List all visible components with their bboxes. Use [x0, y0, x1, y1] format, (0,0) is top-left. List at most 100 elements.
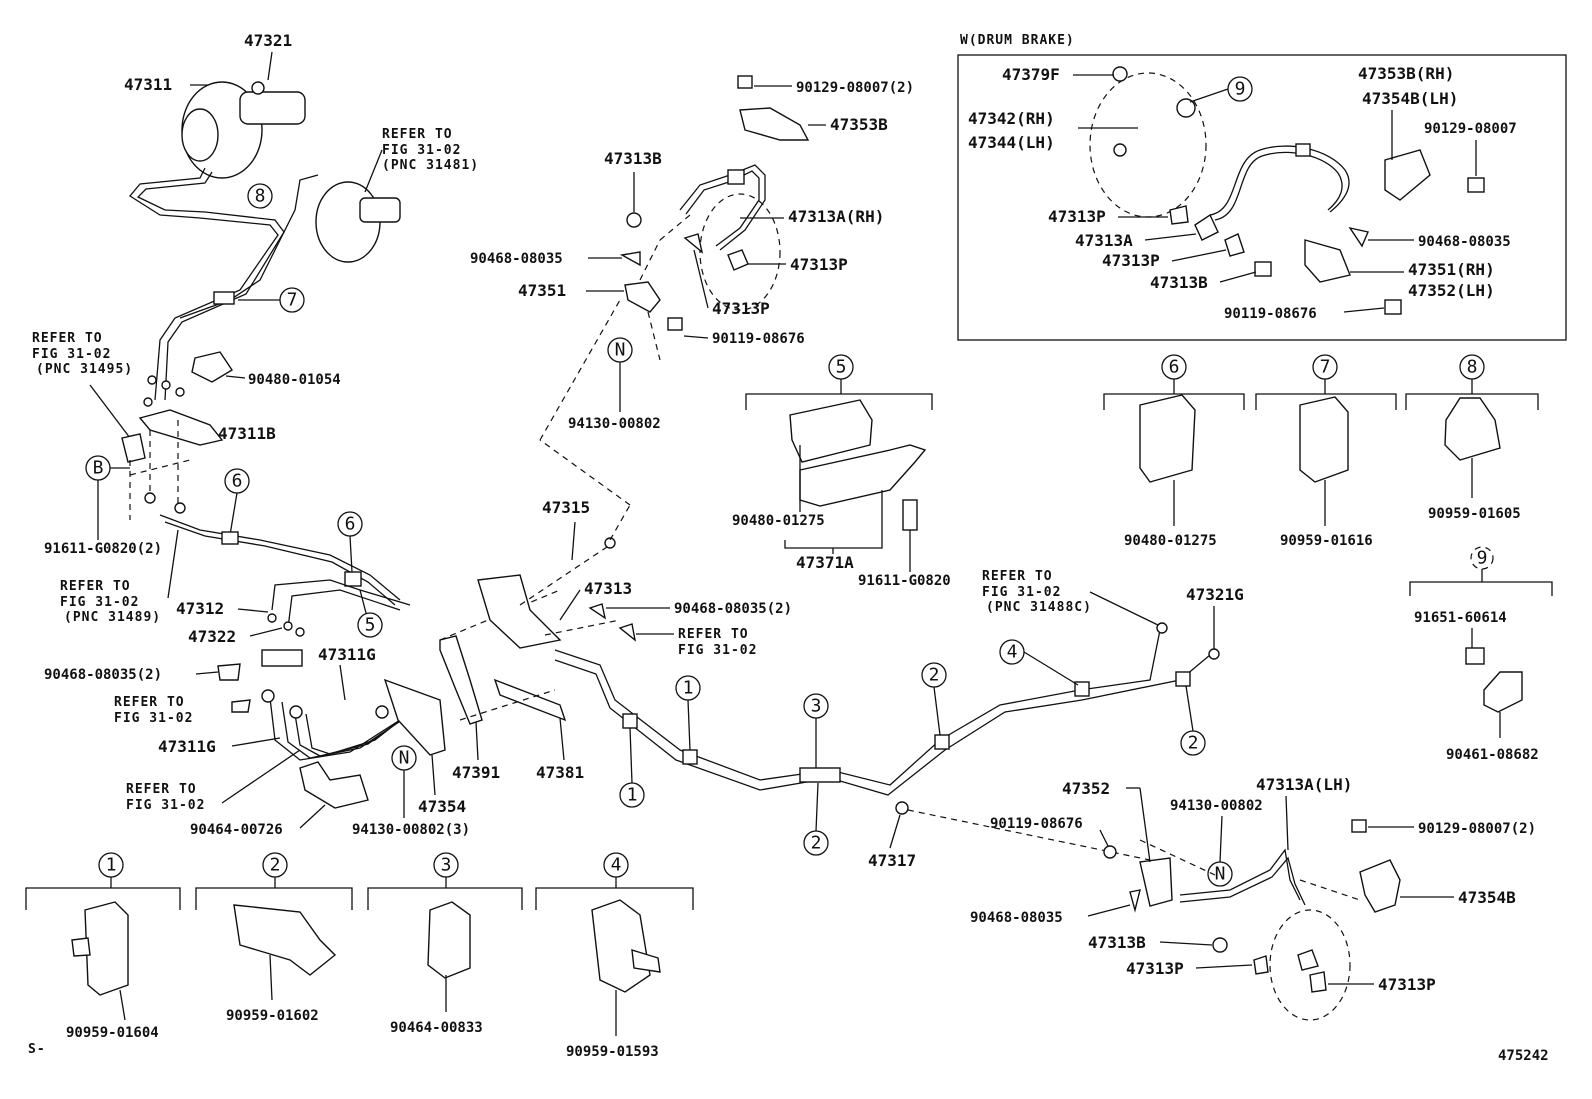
svg-text:6: 6 [232, 471, 243, 492]
callout-5-mid: 5 [357, 589, 383, 638]
svg-text:2: 2 [929, 665, 940, 686]
label-47391: 47391 [452, 763, 500, 782]
plug-47313B-icon [626, 212, 642, 228]
label-47311G-b: 47311G [158, 737, 216, 756]
label-90959-01602: 90959-01602 [226, 1008, 319, 1024]
callout-n-top: N [607, 337, 633, 412]
callout-8-top: 8 [247, 183, 273, 209]
drum-brake-inset: W(DRUM BRAKE) 47379F 47342(RH) 47344(LH)… [957, 33, 1567, 341]
clamp-90959-01605-icon [1444, 397, 1501, 461]
label-90129-08007-c: 90129-08007(2) [1418, 821, 1536, 837]
front-hose-group: 90129-08007(2) 47353B [619, 75, 914, 331]
callout-6-mid-b: 6 [337, 511, 363, 573]
label-47313B-a: 47313B [604, 149, 662, 168]
label-47353B: 47353B [830, 115, 888, 134]
hose-fitting [1295, 143, 1311, 157]
svg-text:9: 9 [1477, 548, 1488, 569]
clamp-90464-00833-icon [427, 901, 471, 979]
label-47313B-drum: 47313B [1150, 273, 1208, 292]
clamp-90461-08682-icon [1483, 671, 1523, 713]
label-90480-01054: 90480-01054 [248, 372, 341, 388]
bolt-90119-icon [667, 317, 683, 331]
drum-cap-47379F [1112, 66, 1128, 82]
svg-text:1: 1 [627, 785, 638, 806]
label-91611-G0820: 91611-G0820 [858, 573, 951, 589]
callout-3-mid: 3 [803, 693, 829, 768]
ref-2-line-1: REFER TO [32, 331, 103, 346]
callout-7-top: 7 [238, 287, 305, 313]
group-2-detail: 2 [195, 852, 353, 1001]
svg-text:3: 3 [441, 855, 452, 876]
bracket-47352-icon [1139, 857, 1173, 907]
ref-7-line-2: FIG 31-02 [982, 585, 1061, 600]
svg-text:4: 4 [611, 855, 622, 876]
label-47313P-d: 47313P [1378, 975, 1436, 994]
svg-text:5: 5 [365, 615, 376, 636]
diagram-id: 475242 [1498, 1048, 1549, 1064]
svg-text:2: 2 [270, 855, 281, 876]
callout-2-far-right: 2 [1180, 685, 1206, 756]
drum-flex-hose [1209, 145, 1350, 216]
clamp-90480-01275-b-icon [1139, 394, 1196, 483]
ref-4-line-1: REFER TO [114, 695, 185, 710]
drum-bracket-47353B [1384, 149, 1431, 201]
svg-text:2: 2 [811, 833, 822, 854]
group-3-detail: 3 [367, 852, 523, 1012]
drum-bolt-icon [1467, 177, 1485, 193]
ref-7-line-1: REFER TO [982, 569, 1053, 584]
bracket-47381-icon [493, 678, 567, 722]
svg-text:2: 2 [1188, 733, 1199, 754]
callout-n-right: N [1207, 861, 1233, 887]
bracket-47354B-icon [1359, 859, 1401, 913]
ref-7-line-3: (PNC 31488C) [986, 600, 1092, 615]
svg-text:B: B [93, 458, 104, 479]
label-47354: 47354 [418, 797, 466, 816]
label-47354BLH: 47354B(LH) [1362, 89, 1458, 108]
label-90480-01275-b: 90480-01275 [1124, 533, 1217, 549]
master-cylinder-group: 47321 47311 REFER TO FIG 31-02 (PNC 3148… [124, 31, 478, 263]
clip-90468-b-icon [619, 251, 641, 267]
bolt-90129-icon [737, 75, 753, 89]
label-94130-00802-b: 94130-00802 [1170, 798, 1263, 814]
callout-2-mid: 2 [803, 782, 829, 856]
label-90959-01616: 90959-01616 [1280, 533, 1373, 549]
label-47317: 47317 [868, 851, 916, 870]
label-47311G-a: 47311G [318, 645, 376, 664]
label-90461-08682: 90461-08682 [1446, 747, 1539, 763]
label-47354B-b: 47354B [1458, 888, 1516, 907]
label-90468-08035-2a: 90468-08035(2) [44, 667, 162, 683]
group-4-detail: 4 [535, 852, 694, 1036]
label-90468-08035-a: 90468-08035 [470, 251, 563, 267]
label-47313P-c: 47313P [1126, 959, 1184, 978]
label-47353BRH: 47353B(RH) [1358, 64, 1454, 83]
callout-6-mid: 6 [224, 468, 250, 536]
ref-3-line-1: REFER TO [60, 579, 131, 594]
bolt-90119-b-icon [1103, 845, 1117, 859]
group-1-detail: 1 [25, 852, 181, 1021]
drum-gasket-c [1169, 205, 1189, 225]
svg-text:N: N [615, 340, 626, 361]
bolt-91651-icon [1465, 647, 1485, 665]
label-47381: 47381 [536, 763, 584, 782]
gasket-47313P-b-icon [683, 233, 704, 254]
label-47313P-drum-b: 47313P [1102, 251, 1160, 270]
group-9-detail: 9 [1409, 546, 1553, 738]
master-cylinder-icon [239, 91, 306, 125]
ref-3-line-3: (PNC 31489) [64, 610, 161, 625]
ref-6-line-1: REFER TO [678, 627, 749, 642]
label-47313A-RH: 47313A(RH) [788, 207, 884, 226]
label-90468-drum: 90468-08035 [1418, 234, 1511, 250]
label-47371A: 47371A [796, 553, 854, 572]
ref-2-line-3: (PNC 31495) [36, 362, 133, 377]
callout-n-left: N [391, 745, 417, 818]
ref-5-line-2: FIG 31-02 [126, 798, 205, 813]
svg-text:1: 1 [106, 855, 117, 876]
bracket-47353B-icon [739, 107, 810, 141]
svg-text:7: 7 [287, 290, 298, 311]
label-47321: 47321 [244, 31, 292, 50]
pipes-47311G [261, 678, 446, 761]
label-47313A-LH: 47313A(LH) [1256, 775, 1352, 794]
label-47322: 47322 [188, 627, 236, 646]
label-47379F: 47379F [1002, 65, 1060, 84]
